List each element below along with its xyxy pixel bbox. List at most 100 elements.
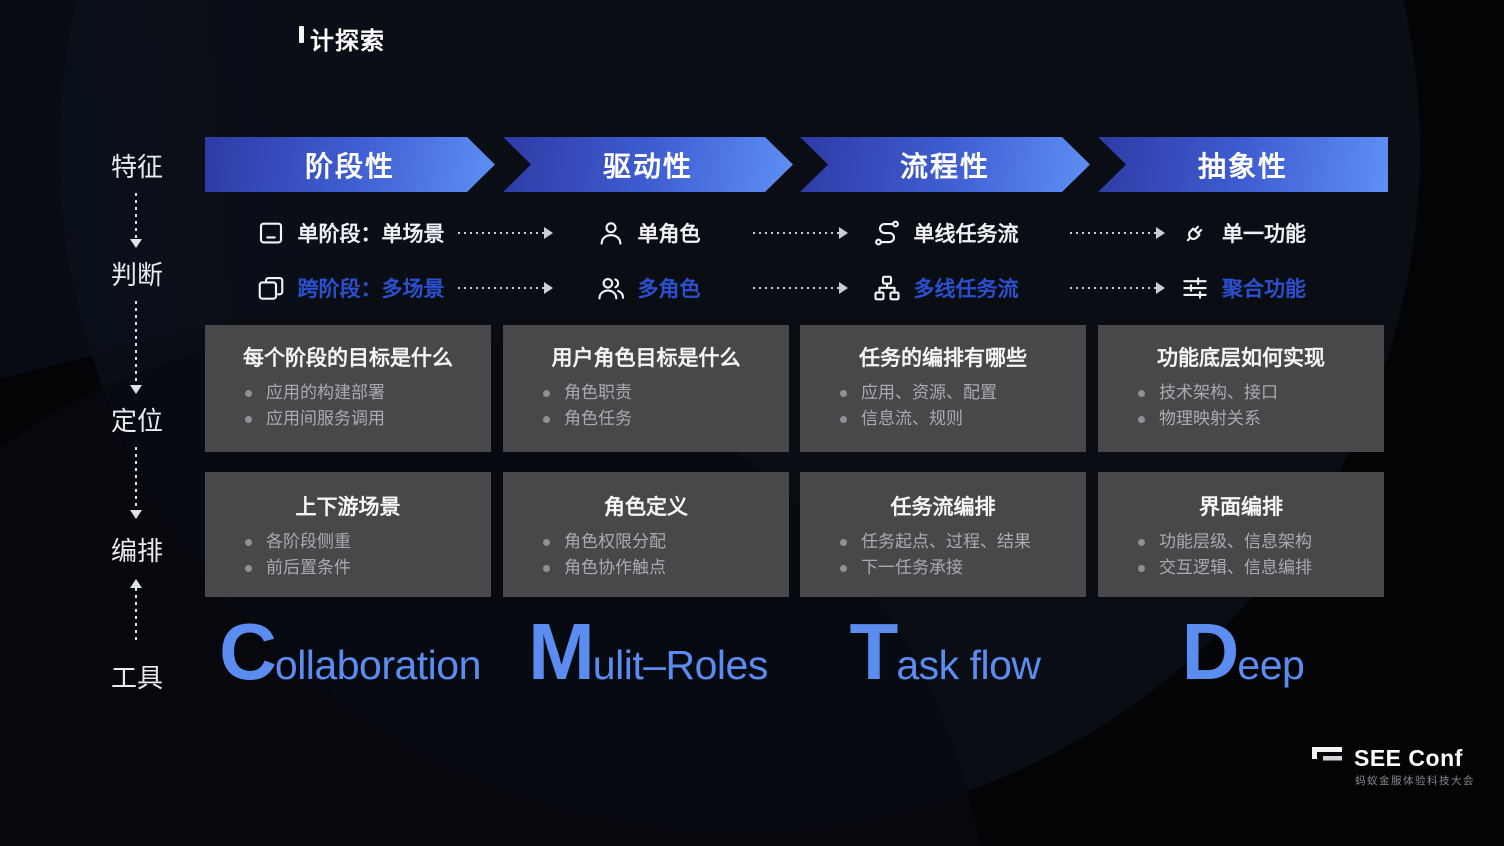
- practice-card-drive: 角色定义 角色权限分配 角色协作触点: [503, 472, 789, 597]
- card-title: 任务流编排: [890, 496, 996, 519]
- rail-label-judge: 判断: [110, 260, 163, 290]
- header-label: 抽象性: [1197, 150, 1288, 182]
- bullet-dot-icon: [1138, 538, 1145, 546]
- bullet-dot-icon: [245, 389, 252, 397]
- feature-label: 聚合功能: [1222, 278, 1306, 301]
- card-bullet: 功能层级、信息架构: [1138, 529, 1384, 555]
- card-title: 界面编排: [1199, 496, 1283, 519]
- question-card-process: 任务的编排有哪些 应用、资源、配置 信息流、规则: [800, 325, 1086, 452]
- card-bullet: 信息流、规则: [840, 406, 1086, 432]
- header-drive: 驱动性: [503, 137, 793, 192]
- card-bullet: 下一任务承接: [840, 555, 1086, 581]
- single-taskflow-icon: [874, 220, 899, 246]
- see-conf-subtitle: 蚂蚁金服体验科技大会: [1355, 775, 1475, 787]
- bullet-dot-icon: [840, 538, 847, 546]
- bullet-dot-icon: [840, 564, 847, 572]
- flow-arrow-right-icon: [458, 227, 553, 239]
- page-title-fragment: [299, 26, 304, 43]
- header-label: 驱动性: [602, 150, 693, 182]
- header-process: 流程性: [800, 137, 1090, 192]
- feature-aggregate-function: 聚合功能: [1098, 271, 1388, 305]
- rail-arrow-down-icon: [130, 447, 142, 519]
- card-title: 任务的编排有哪些: [859, 347, 1027, 370]
- keyword-mulit-roles: Mulit–Roles: [528, 607, 768, 696]
- single-stage-icon: [259, 222, 282, 244]
- card-bullet: 物理映射关系: [1138, 406, 1384, 432]
- rail-label-orchestrate: 编排: [110, 536, 163, 566]
- card-bullet: 角色任务: [543, 406, 789, 432]
- page-title: 计探索: [310, 28, 385, 55]
- keyword-deep: Deep: [1181, 607, 1305, 696]
- card-title: 功能底层如何实现: [1157, 347, 1325, 370]
- card-bullet: 任务起点、过程、结果: [840, 529, 1086, 555]
- card-bullet: 交互逻辑、信息编排: [1138, 555, 1384, 581]
- feature-label: 单一功能: [1222, 223, 1306, 246]
- card-bullet: 技术架构、接口: [1138, 380, 1384, 406]
- bullet-dot-icon: [543, 538, 550, 546]
- bullet-dot-icon: [1138, 415, 1145, 423]
- cross-stage-icon: [258, 276, 283, 300]
- card-bullet: 前后置条件: [245, 555, 491, 581]
- feature-cross-stage: 跨阶段：多场景: [205, 271, 495, 305]
- header-label: 流程性: [899, 150, 990, 182]
- flow-arrow-right-icon: [753, 227, 848, 239]
- card-bullet: 角色权限分配: [543, 529, 789, 555]
- feature-single-taskflow: 单线任务流: [800, 216, 1090, 250]
- single-function-icon: [1186, 225, 1203, 242]
- card-title: 每个阶段的目标是什么: [243, 347, 453, 370]
- bullet-dot-icon: [1138, 389, 1145, 397]
- feature-label: 单线任务流: [913, 223, 1019, 246]
- see-conf-wordmark: SEE Conf: [1354, 745, 1463, 771]
- feature-label: 多角色: [637, 278, 701, 301]
- card-title: 角色定义: [604, 496, 688, 519]
- card-bullet: 应用的构建部署: [245, 380, 491, 406]
- feature-label: 多线任务流: [913, 278, 1019, 301]
- flow-arrow-right-icon: [753, 282, 848, 294]
- feature-multi-role: 多角色: [503, 271, 793, 305]
- multi-role-icon: [597, 277, 624, 300]
- rail-arrow-down-icon: [130, 301, 142, 394]
- keyword-collaboration: Collaboration: [219, 607, 481, 696]
- feature-single-role: 单角色: [503, 216, 793, 250]
- single-role-icon: [600, 222, 621, 245]
- flow-arrow-right-icon: [1070, 282, 1165, 294]
- bullet-dot-icon: [543, 415, 550, 423]
- card-bullet: 角色职责: [543, 380, 789, 406]
- keyword-task-flow: Task flow: [849, 607, 1041, 696]
- rail-label-feature: 特征: [110, 152, 163, 182]
- question-card-stage: 每个阶段的目标是什么 应用的构建部署 应用间服务调用: [205, 325, 491, 452]
- question-card-drive: 用户角色目标是什么 角色职责 角色任务: [503, 325, 789, 452]
- card-bullet: 应用、资源、配置: [840, 380, 1086, 406]
- bullet-dot-icon: [245, 415, 252, 423]
- card-title: 用户角色目标是什么: [551, 347, 741, 370]
- rail-label-position: 定位: [110, 406, 163, 436]
- bullet-dot-icon: [840, 389, 847, 397]
- bullet-dot-icon: [245, 564, 252, 572]
- bullet-dot-icon: [245, 538, 252, 546]
- flow-arrow-right-icon: [1070, 227, 1165, 239]
- header-stage: 阶段性: [205, 137, 495, 192]
- feature-label: 跨阶段：多场景: [297, 278, 445, 301]
- feature-single-stage: 单阶段：单场景: [205, 216, 495, 250]
- question-card-abstract: 功能底层如何实现 技术架构、接口 物理映射关系: [1098, 325, 1384, 452]
- multi-taskflow-icon: [873, 275, 900, 301]
- rail-label-tool: 工具: [110, 663, 163, 693]
- card-bullet: 角色协作触点: [543, 555, 789, 581]
- rail-arrow-down-icon: [130, 193, 142, 248]
- bullet-dot-icon: [1138, 564, 1145, 572]
- rail-arrow-up-icon: [130, 579, 142, 642]
- practice-card-process: 任务流编排 任务起点、过程、结果 下一任务承接: [800, 472, 1086, 597]
- feature-label: 单阶段：单场景: [297, 223, 445, 246]
- feature-multi-taskflow: 多线任务流: [800, 271, 1090, 305]
- aggregate-function-icon: [1183, 277, 1207, 299]
- flow-arrow-right-icon: [458, 282, 553, 294]
- header-label: 阶段性: [304, 150, 395, 182]
- practice-card-stage: 上下游场景 各阶段侧重 前后置条件: [205, 472, 491, 597]
- card-title: 上下游场景: [295, 496, 401, 519]
- feature-label: 单角色: [637, 223, 701, 246]
- see-conf-logo-icon: [1312, 747, 1342, 761]
- bullet-dot-icon: [840, 415, 847, 423]
- card-bullet: 各阶段侧重: [245, 529, 491, 555]
- bullet-dot-icon: [543, 564, 550, 572]
